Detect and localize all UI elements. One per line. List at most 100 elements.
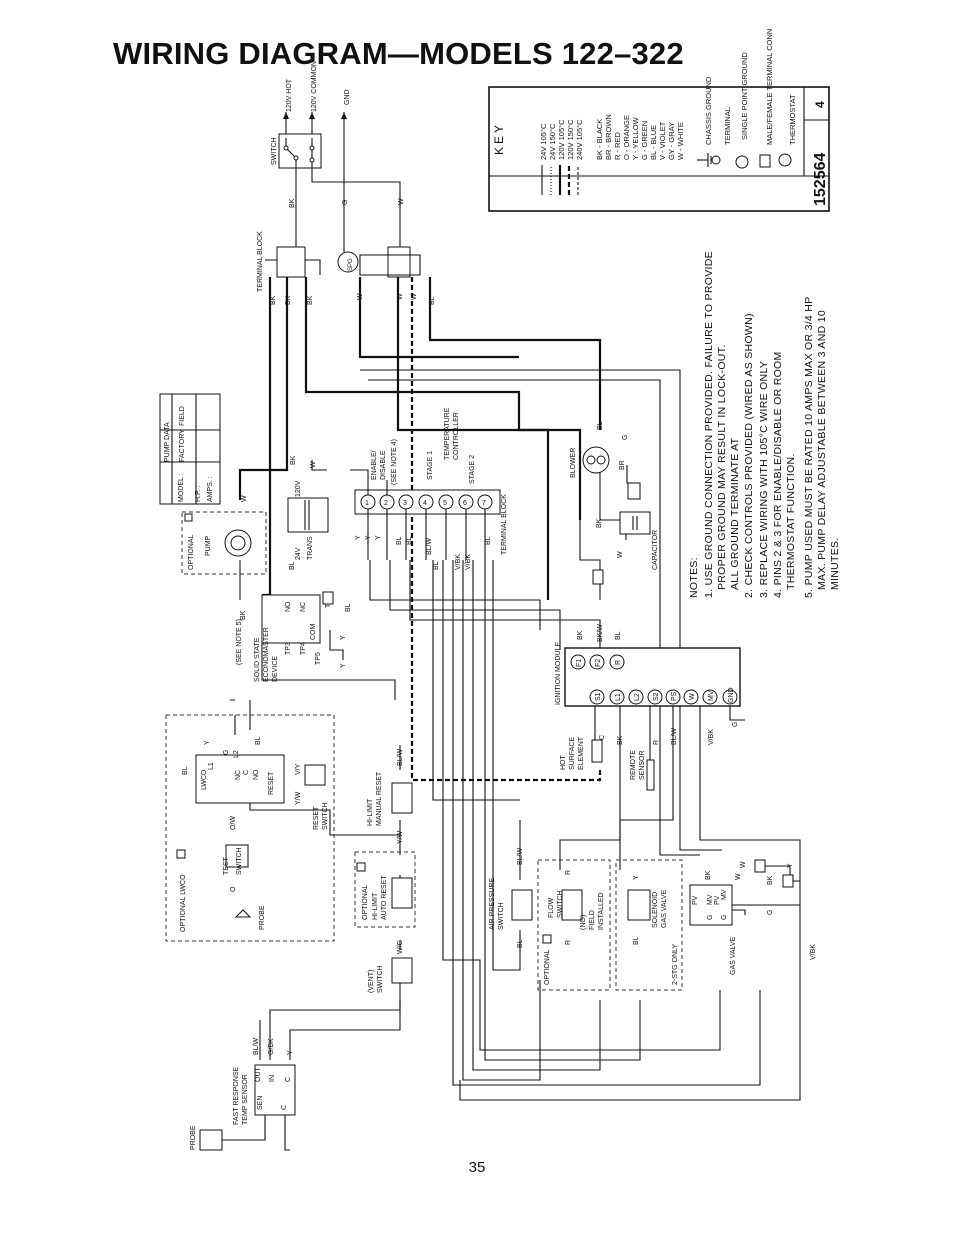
diagram-number: 152564 [812, 153, 829, 206]
svg-text:MODEL :: MODEL : [178, 473, 185, 502]
key-color-7: V - VIOLET [658, 121, 667, 160]
svg-text:C: C [599, 735, 606, 740]
svg-text:1: 1 [365, 500, 369, 507]
notes-heading: NOTES: [688, 557, 700, 598]
svg-text:W: W [310, 461, 317, 468]
svg-text:AMPS. :: AMPS. : [207, 476, 214, 502]
svg-text:BL: BL [517, 939, 524, 948]
svg-text:GAS VALVE: GAS VALVE [661, 889, 668, 928]
svg-text:FIELD: FIELD [589, 910, 596, 930]
svg-text:24V: 24V [295, 547, 302, 560]
svg-text:PV: PV [692, 895, 699, 905]
svg-text:BK: BK [270, 295, 277, 305]
svg-text:G: G [342, 200, 349, 205]
fast-response-temp-sensor: FAST RESPONSE TEMP SENSOR OUT IN C SEN C… [233, 1037, 296, 1125]
terminal-block-top-label: TERMINAL BLOCK [257, 231, 264, 292]
svg-text:TP3: TP3 [285, 642, 292, 655]
svg-text:BL/W: BL/W [397, 748, 404, 766]
svg-text:BK: BK [617, 735, 624, 745]
svg-text:ECONOMASTER: ECONOMASTER [263, 627, 270, 682]
svg-text:BLOWER: BLOWER [570, 448, 577, 478]
key-color-5: G - GREEN [640, 121, 649, 160]
blower: BLOWER BL BR G CAPACITOR BK W BK BK/W BL [570, 421, 659, 642]
note-5a: 5. PUMP USED MUST BE RATED 10 AMPS MAX O… [803, 297, 815, 598]
probe-bottom: PROBE [190, 1125, 223, 1151]
svg-text:PUMP: PUMP [205, 535, 212, 556]
svg-text:BL/W: BL/W [253, 1037, 260, 1055]
svg-text:BL: BL [485, 536, 492, 545]
svg-text:TRANS: TRANS [307, 536, 314, 560]
svg-text:BK: BK [289, 198, 296, 208]
svg-text:SOLENOID: SOLENOID [652, 892, 659, 928]
svg-text:REMOTE: REMOTE [630, 750, 637, 780]
male-female-connector-icon [759, 154, 771, 168]
svg-text:BL/W: BL/W [671, 727, 678, 745]
pump-data-table: PUMP DATA FACTORY FIELD MODEL : H.P. : A… [159, 393, 221, 505]
svg-text:IGNITION MODULE: IGNITION MODULE [555, 642, 562, 705]
svg-text:OPTIONAL: OPTIONAL [362, 884, 369, 920]
svg-text:2-STG ONLY: 2-STG ONLY [672, 944, 679, 985]
svg-text:FLOW: FLOW [548, 897, 555, 918]
optional-lwco: OPTIONAL LWCO LWCO RESET NC C NO L1 L2 G… [165, 714, 335, 942]
lwco-optional-checkbox [176, 849, 186, 859]
svg-text:3: 3 [403, 500, 407, 507]
svg-text:BK: BK [240, 610, 247, 620]
svg-text:BL/W: BL/W [517, 847, 524, 865]
key-color-6: BL - BLUE [649, 125, 658, 160]
key-color-3: O - ORANGE [622, 115, 631, 160]
key-legend: KEY 24V 105°C 24V 150°C 120V 105°C 120V … [488, 29, 830, 212]
flow-switch: OPTIONAL FLOW SWITCH (NO) FIELD INSTALLE… [537, 859, 611, 991]
svg-text:SURFACE: SURFACE [569, 737, 576, 770]
svg-text:V/BK: V/BK [455, 554, 462, 570]
transformer: 120V 24V TRANS BK W BL [287, 455, 329, 570]
key-heading: KEY [492, 122, 506, 155]
svg-text:R: R [653, 740, 660, 745]
svg-text:BL: BL [406, 536, 413, 545]
svg-text:BK: BK [290, 455, 297, 465]
svg-text:W: W [735, 873, 742, 880]
capacitor [619, 511, 651, 535]
svg-text:OUT: OUT [255, 1067, 262, 1083]
svg-text:MV: MV [707, 894, 714, 905]
svg-text:6: 6 [463, 500, 467, 507]
svg-text:R: R [615, 660, 622, 665]
svg-text:CAPACITOR: CAPACITOR [652, 530, 659, 570]
svg-text:G: G [223, 750, 230, 755]
svg-text:STAGE 1: STAGE 1 [427, 451, 434, 480]
svg-text:C: C [243, 770, 250, 775]
note-2: 2. CHECK CONTROLS PROVIDED (WIRED AS SHO… [743, 313, 755, 598]
svg-text:SWITCH: SWITCH [322, 802, 329, 830]
svg-text:SPG: SPG [348, 258, 354, 271]
svg-text:Y: Y [375, 535, 382, 540]
gas-valve: GAS VALVE PV MV PV MV G G W BK Y BK W G … [689, 859, 817, 975]
svg-text:BK/W: BK/W [597, 624, 604, 642]
economaster-device: (SEE NOTE 5) SOLID STATE ECONOMASTER DEV… [236, 591, 352, 682]
svg-text:SENSOR: SENSOR [639, 750, 646, 780]
svg-text:DISABLE: DISABLE [380, 450, 387, 480]
svg-text:W: W [411, 293, 418, 300]
vent-switch: (VENT) SWITCH W/G [368, 940, 413, 993]
svg-text:2: 2 [384, 500, 388, 507]
svg-text:BR: BR [619, 460, 626, 470]
svg-text:G: G [707, 915, 714, 920]
supply-common-label: 120V COMMON [311, 61, 318, 112]
svg-text:Y: Y [355, 535, 362, 540]
key-symbol-mf: MALE/FEMALE TERMINAL CONN [765, 29, 774, 145]
svg-text:TEMP SENSOR: TEMP SENSOR [242, 1074, 249, 1125]
svg-text:BK: BK [596, 518, 603, 528]
svg-text:Y/W: Y/W [397, 830, 404, 844]
svg-text:AIR PRESSURE: AIR PRESSURE [489, 878, 496, 930]
chassis-ground-icon [697, 153, 712, 167]
key-symbol-terminal: TERMINAL [723, 107, 732, 145]
svg-text:Y: Y [633, 875, 640, 880]
svg-text:G: G [721, 915, 728, 920]
svg-text:HOT: HOT [560, 755, 567, 771]
svg-text:Y: Y [340, 635, 347, 640]
svg-text:FAST RESPONSE: FAST RESPONSE [233, 1066, 240, 1125]
svg-text:Y: Y [365, 535, 372, 540]
svg-text:BK: BK [767, 875, 774, 885]
key-wire-2: 120V 105°C [557, 119, 566, 160]
svg-text:GND: GND [728, 687, 735, 703]
svg-text:SWITCH: SWITCH [377, 965, 384, 993]
